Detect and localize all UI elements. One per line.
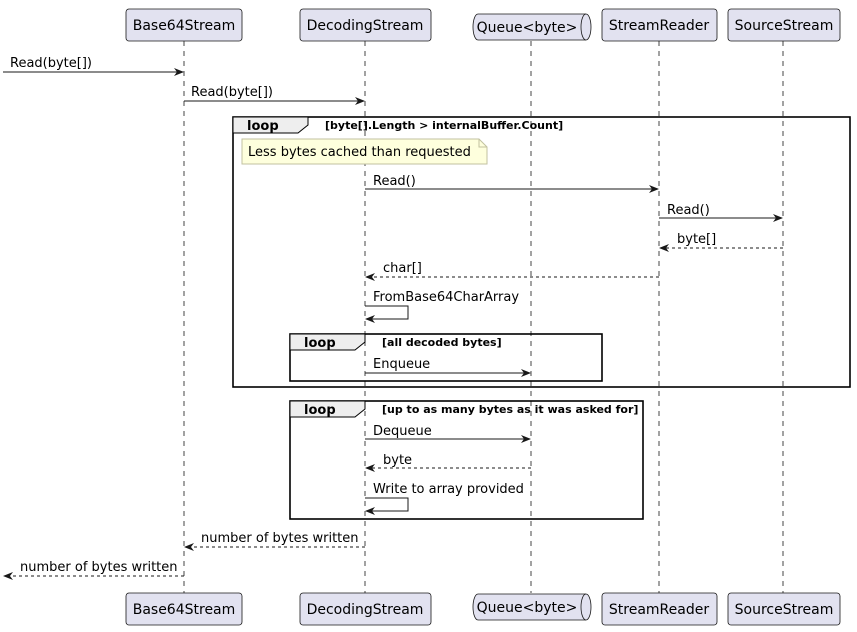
message-label: FromBase64CharArray	[373, 290, 519, 305]
participant-label: StreamReader	[609, 18, 709, 34]
message-write-self: Write to array provided	[365, 482, 524, 515]
participant-label: SourceStream	[735, 602, 834, 618]
loop-fragment-inner: loop [all decoded bytes]	[289, 333, 603, 382]
messages: Read(byte[]) Read(byte[]) Read() Read() …	[3, 56, 783, 580]
message-label: Dequeue	[373, 424, 432, 439]
participant-reader-bottom: StreamReader	[601, 592, 718, 626]
participant-label: Queue<byte>	[477, 20, 578, 36]
loop-fragment-dequeue: loop [up to as many bytes as it was aske…	[289, 400, 644, 520]
note-text: Less bytes cached than requested	[248, 145, 471, 160]
participant-queue-top: Queue<byte>	[472, 13, 592, 41]
message-bytes-written-out: number of bytes written	[3, 560, 184, 580]
participant-decoding-bottom: DecodingStream	[299, 592, 432, 626]
participant-label: Queue<byte>	[477, 600, 578, 616]
message-label: Read()	[667, 203, 710, 218]
message-enqueue: Enqueue	[365, 357, 531, 377]
loop-condition: [byte[].Length > internalBuffer.Count]	[325, 119, 563, 132]
participant-base64-top: Base64Stream	[125, 8, 243, 42]
participant-source-bottom: SourceStream	[727, 592, 841, 626]
note: Less bytes cached than requested	[241, 138, 488, 165]
message-bytearray-return: byte[]	[659, 232, 783, 252]
message-label: number of bytes written	[201, 531, 359, 546]
loop-condition: [up to as many bytes as it was asked for…	[382, 403, 638, 416]
participant-decoding-top: DecodingStream	[299, 8, 432, 42]
participant-label: DecodingStream	[307, 602, 424, 618]
message-bytes-written-decoding: number of bytes written	[184, 531, 365, 551]
message-label: Read()	[373, 174, 416, 189]
message-chararray-return: char[]	[365, 261, 659, 281]
message-byte-return: byte	[365, 453, 531, 472]
message-read-bytearray-decoding: Read(byte[])	[184, 85, 365, 105]
message-label: byte	[383, 453, 412, 468]
participant-label: StreamReader	[609, 602, 709, 618]
participant-label: Base64Stream	[133, 18, 236, 34]
message-read-bytearray-in: Read(byte[])	[3, 56, 184, 76]
participants-bottom: Base64Stream DecodingStream Queue<byte> …	[125, 592, 841, 626]
message-label: char[]	[383, 261, 422, 276]
message-read-source: Read()	[659, 203, 783, 222]
loop-fragment-outer: loop [byte[].Length > internalBuffer.Cou…	[232, 116, 851, 388]
message-label: Read(byte[])	[191, 85, 273, 100]
message-frombase64-self: FromBase64CharArray	[365, 290, 519, 323]
message-label: Read(byte[])	[10, 56, 92, 71]
loop-tag: loop	[304, 336, 336, 351]
loop-tag: loop	[247, 119, 279, 134]
participant-source-top: SourceStream	[727, 8, 841, 42]
participants-top: Base64Stream DecodingStream Queue<byte> …	[125, 8, 841, 42]
message-label: byte[]	[677, 232, 716, 247]
message-dequeue: Dequeue	[365, 424, 531, 443]
loop-tag: loop	[304, 403, 336, 418]
message-read-reader: Read()	[365, 174, 659, 193]
loop-condition: [all decoded bytes]	[382, 336, 502, 349]
participant-label: SourceStream	[735, 18, 834, 34]
participant-base64-bottom: Base64Stream	[125, 592, 243, 626]
message-label: Enqueue	[373, 357, 430, 372]
message-label: Write to array provided	[373, 482, 524, 497]
lifelines	[183, 41, 784, 593]
participant-queue-bottom: Queue<byte>	[472, 593, 592, 621]
message-label: number of bytes written	[20, 560, 178, 575]
participant-reader-top: StreamReader	[601, 8, 718, 42]
participant-label: DecodingStream	[307, 18, 424, 34]
participant-label: Base64Stream	[133, 602, 236, 618]
